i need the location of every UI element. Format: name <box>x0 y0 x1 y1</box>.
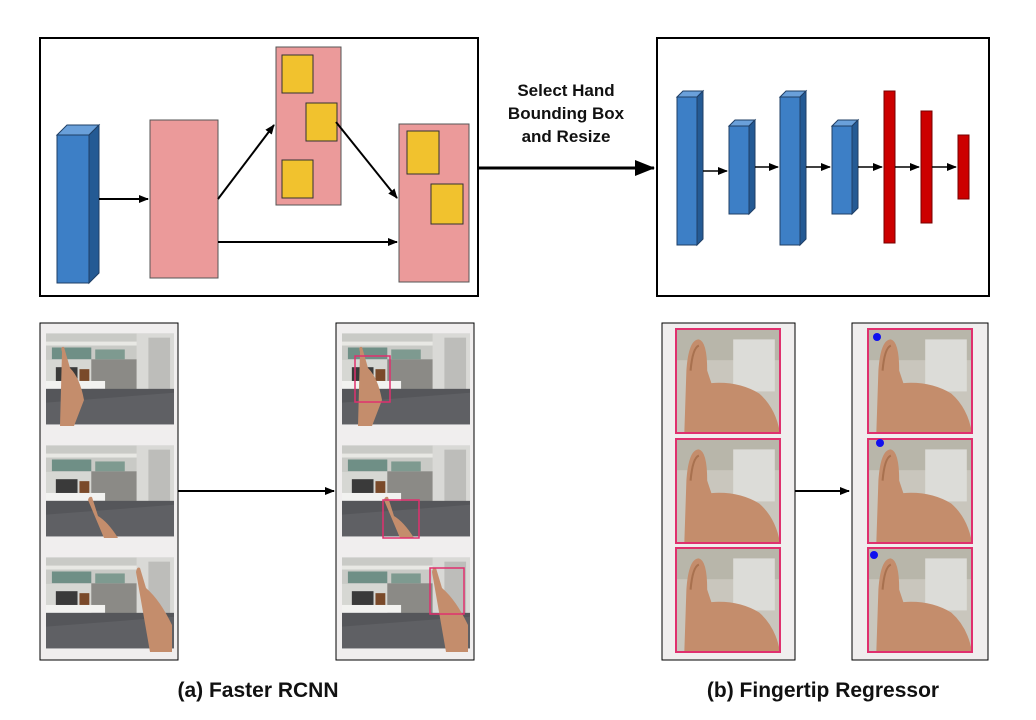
regressor-arrows <box>703 163 957 175</box>
hand-crop-photo-4 <box>868 329 972 433</box>
caption-faster-rcnn: (a) Faster RCNN <box>177 679 338 702</box>
hand-bounding-box-2 <box>382 499 420 539</box>
fingertip-marker-1 <box>873 333 881 341</box>
label-line-2: Bounding Box <box>508 104 625 123</box>
select-hand-label: Select Hand Bounding Box and Resize <box>508 81 625 146</box>
hand-icon <box>136 567 172 652</box>
hand-crop-photo-6 <box>868 548 972 652</box>
detected-frames-panel <box>335 322 475 661</box>
hand-icon <box>60 346 84 426</box>
hand-crop-photo-1 <box>676 329 780 433</box>
conv-layer-1 <box>675 89 705 247</box>
scene-photo-2 <box>46 445 174 537</box>
roi-pooling-block <box>398 123 470 283</box>
label-line-3: and Resize <box>522 127 611 146</box>
region-proposal-block <box>275 46 342 206</box>
hand-bounding-box-3 <box>429 567 465 615</box>
hand-bounding-box-1 <box>354 355 391 403</box>
conv-layer-3 <box>778 89 808 247</box>
fc-layer-2 <box>920 110 933 224</box>
hand-crop-photo-5 <box>868 439 972 543</box>
hand-crop-photo-2 <box>676 439 780 543</box>
label-line-1: Select Hand <box>517 81 614 100</box>
hand-crop-photo-3 <box>676 548 780 652</box>
input-frames-panel <box>39 322 179 661</box>
fc-layer-1 <box>883 90 896 244</box>
scene-photo-5 <box>342 445 470 537</box>
hand-crops-panel <box>661 322 796 661</box>
conv-layer-4 <box>830 118 860 216</box>
caption-fingertip-regressor: (b) Fingertip Regressor <box>707 679 939 702</box>
hand-icon <box>88 496 118 538</box>
conv-layer-2 <box>727 118 757 216</box>
input-layer-3d-icon <box>55 123 101 285</box>
backbone-block <box>149 119 219 279</box>
fc-layer-3 <box>957 134 970 200</box>
fingertip-marker-2 <box>876 439 884 447</box>
rcnn-arrows <box>99 121 398 246</box>
fingertip-output-panel <box>851 322 989 661</box>
regressor-layers <box>675 89 970 247</box>
fingertip-marker-3 <box>870 551 878 559</box>
